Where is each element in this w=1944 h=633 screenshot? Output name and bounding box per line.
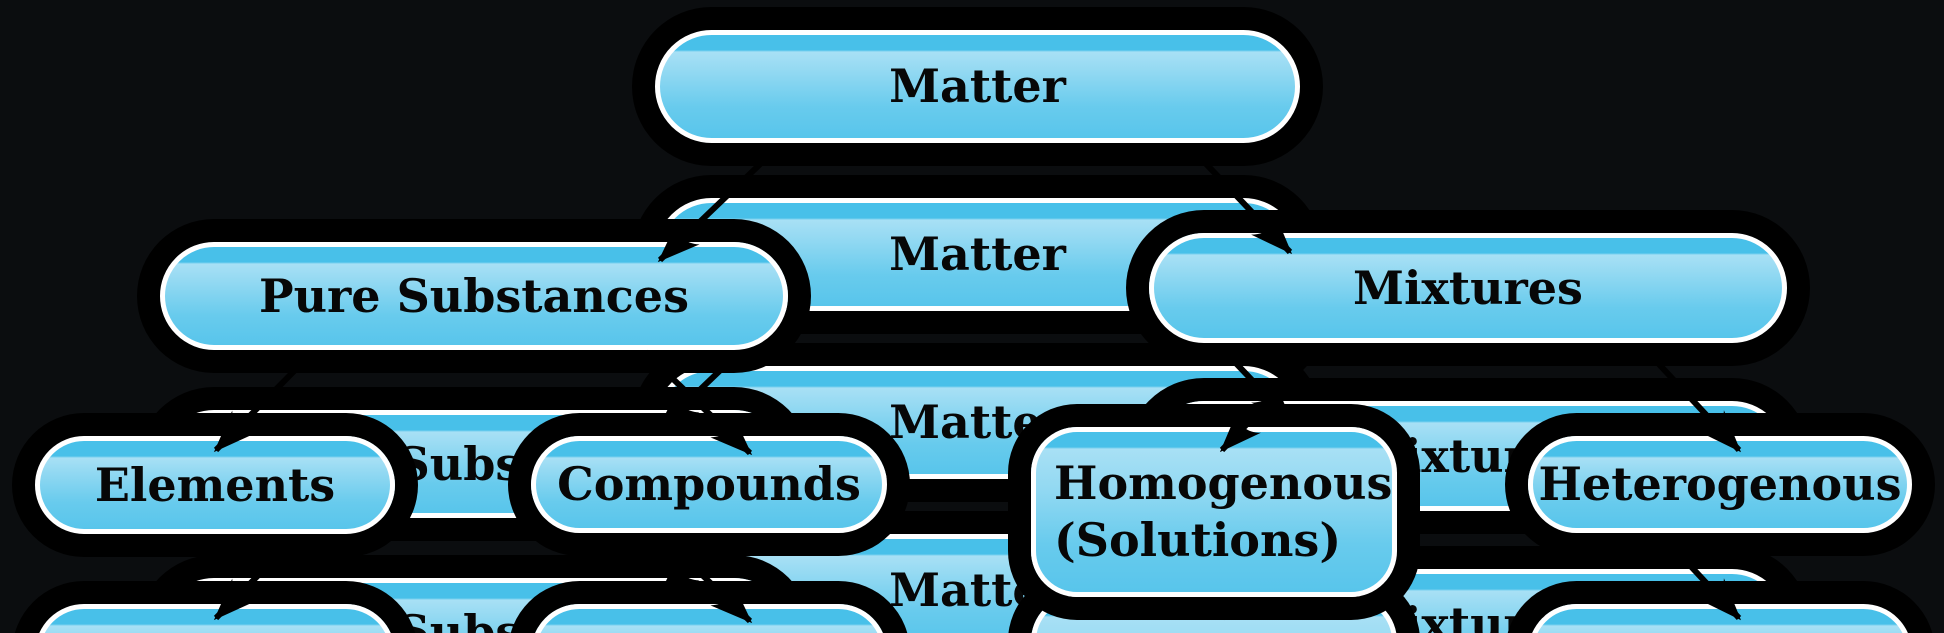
node-pure-substances: Pure Substances xyxy=(160,242,788,350)
node-label: Elements xyxy=(94,457,336,512)
node-label: Heterogenous xyxy=(1538,457,1902,511)
node-label: Compounds xyxy=(557,457,861,511)
node-elements: Elements xyxy=(35,436,395,534)
node-homogenous: Homogenous(Solutions) xyxy=(1031,427,1397,597)
node-label: Homogenous xyxy=(1054,623,1392,633)
node-mixtures: Mixtures xyxy=(1149,233,1787,343)
arrow-mixtures-to-heterogenous xyxy=(1639,343,1742,453)
node-label: Homogenous xyxy=(1054,456,1393,510)
node-label: Pure Substances xyxy=(259,268,689,323)
node-label: Heterogenous xyxy=(1538,624,1901,633)
node-matter: Matter xyxy=(655,30,1300,143)
node-compounds: Compounds xyxy=(531,436,887,533)
node-label: Matter xyxy=(889,227,1066,281)
node-label: Mixtures xyxy=(1353,260,1583,315)
node-label-line2: (Solutions) xyxy=(1054,513,1342,567)
node-heterogenous: Heterogenous xyxy=(1528,436,1912,533)
node-label: Compounds xyxy=(557,624,861,633)
node-label: Elements xyxy=(95,625,335,633)
node-label: Matter xyxy=(889,395,1066,449)
node-label: Matter xyxy=(889,59,1066,113)
